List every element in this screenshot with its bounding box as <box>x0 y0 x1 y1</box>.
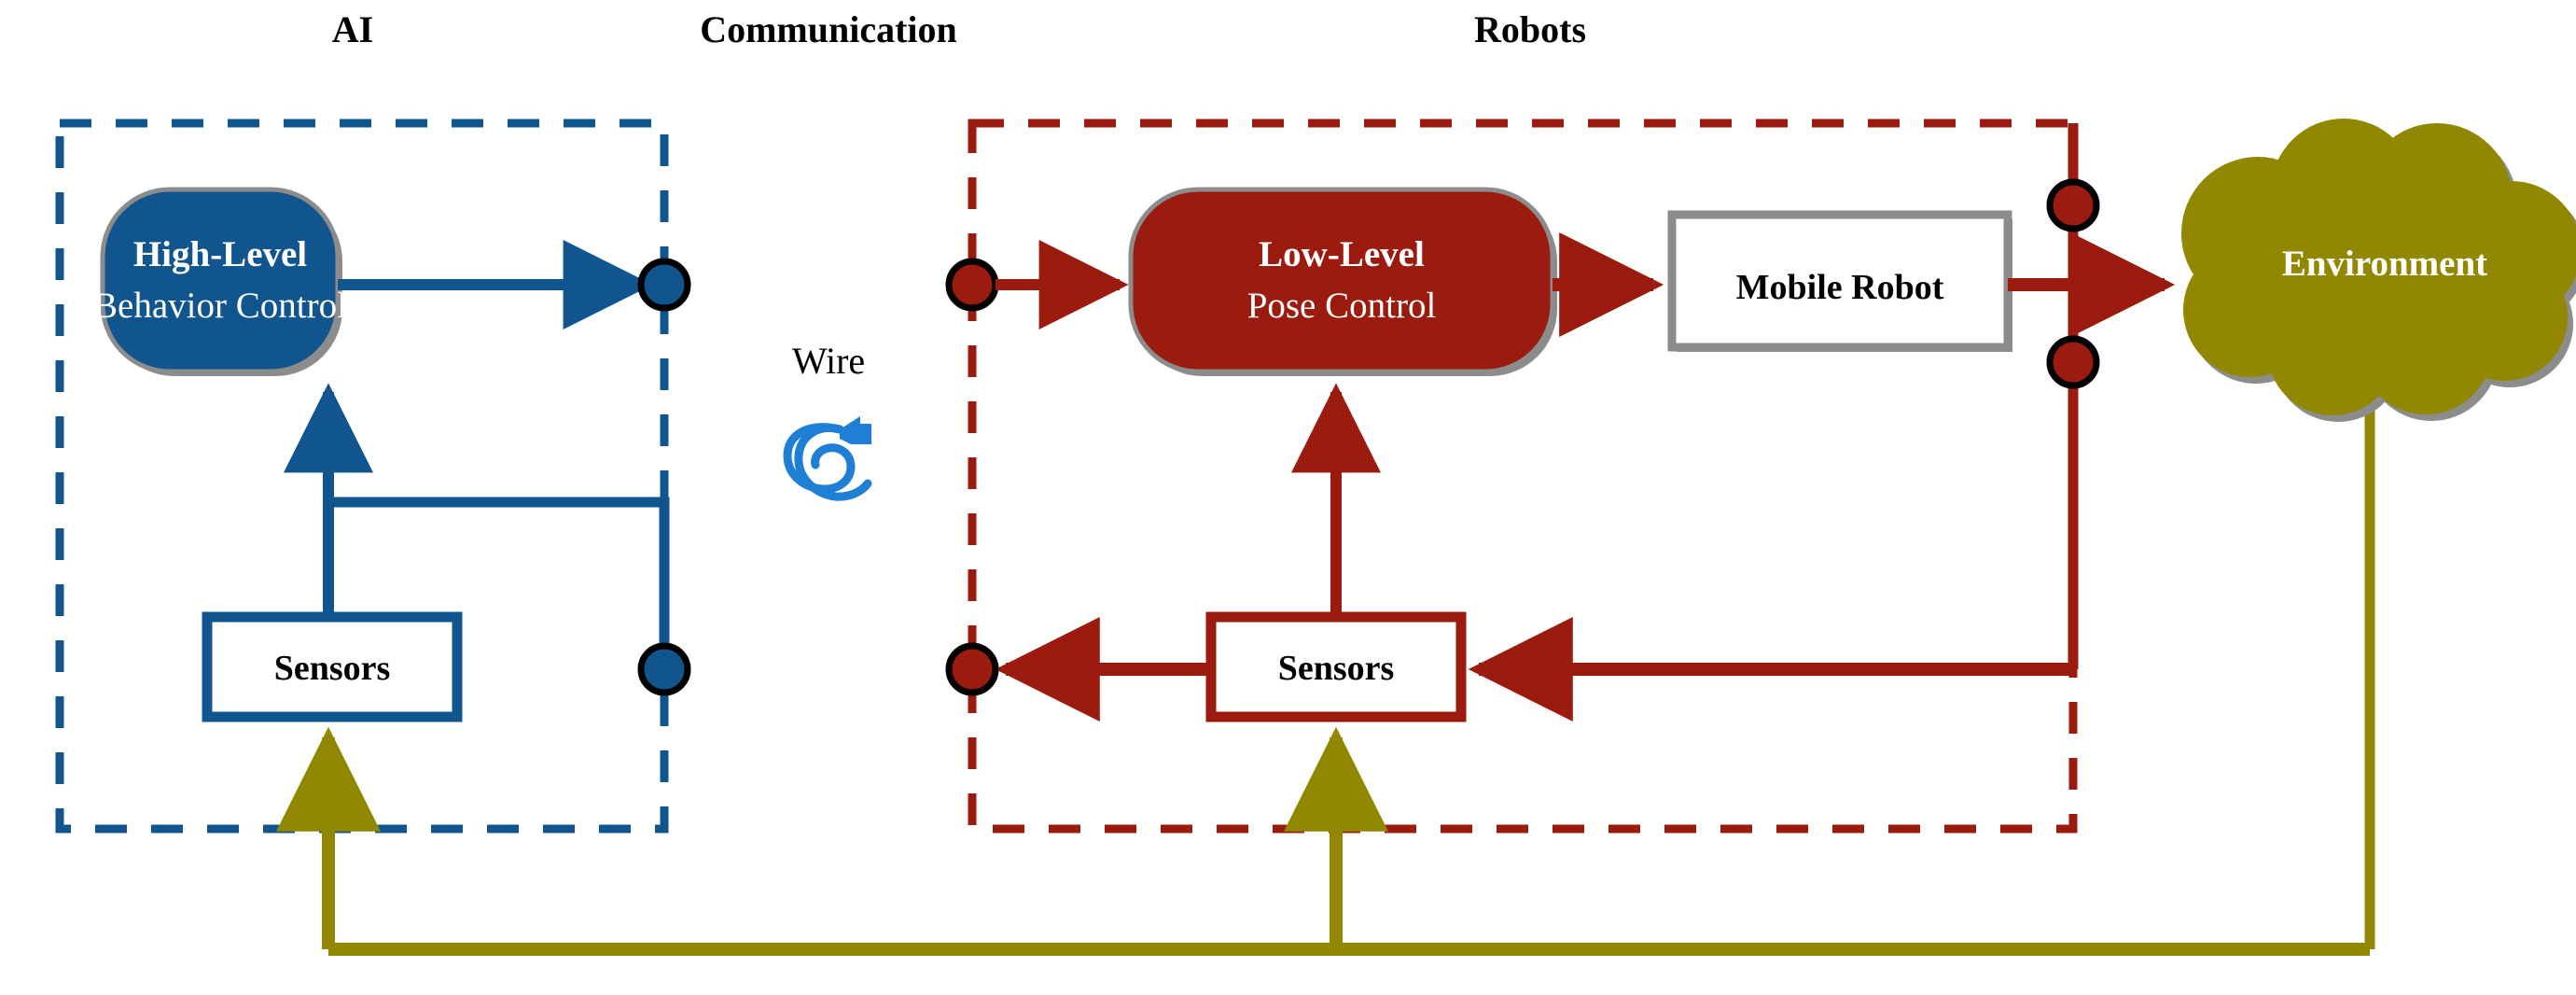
node-ai-sensors[interactable]: Sensors <box>202 611 463 722</box>
ai-out-port[interactable] <box>637 258 691 312</box>
group-title-robots: Robots <box>1474 8 1586 50</box>
environment-feedback-bus <box>276 381 2375 956</box>
ai-sensors-box <box>202 611 463 722</box>
ai-group-boundary <box>55 119 669 834</box>
group-title-ai: AI <box>332 8 373 50</box>
node-high-level-behavior-control[interactable]: High-Level Behavior Control <box>93 187 347 376</box>
communication-wire-label: Wire <box>792 340 865 382</box>
low-level-node-label-line2: Pose Control <box>1247 286 1437 326</box>
robot-env-port-bottom[interactable] <box>2046 335 2100 389</box>
edge-ai-in-port-to-sensors <box>323 497 670 653</box>
low-level-node-label-line1: Low-Level <box>1259 234 1425 274</box>
node-mobile-robot[interactable]: Mobile Robot <box>1667 210 2012 352</box>
node-robot-sensors[interactable]: Sensors <box>1205 611 1467 722</box>
ai-in-port[interactable] <box>637 642 691 696</box>
high-level-node-label-line1: High-Level <box>133 234 307 274</box>
mobile-robot-label: Mobile Robot <box>1736 268 1944 307</box>
node-environment[interactable]: Environment <box>2181 119 2576 422</box>
ai-sensors-label: Sensors <box>274 649 391 688</box>
high-level-node-label-line2: Behavior Control <box>93 286 347 326</box>
environment-label: Environment <box>2282 244 2487 284</box>
low-level-node-body <box>1128 187 1555 374</box>
environment-cloud-body <box>2181 119 2576 415</box>
group-title-communication: Communication <box>700 8 957 50</box>
wire-cable-icon <box>783 416 872 501</box>
robot-sensors-label: Sensors <box>1278 649 1395 688</box>
robot-out-port[interactable] <box>945 642 999 696</box>
robot-in-port[interactable] <box>945 258 999 312</box>
robots-group-boundary <box>968 119 2078 834</box>
high-level-node-body <box>100 187 341 374</box>
robot-env-port-top[interactable] <box>2046 178 2100 232</box>
node-low-level-pose-control[interactable]: Low-Level Pose Control <box>1128 187 1557 376</box>
